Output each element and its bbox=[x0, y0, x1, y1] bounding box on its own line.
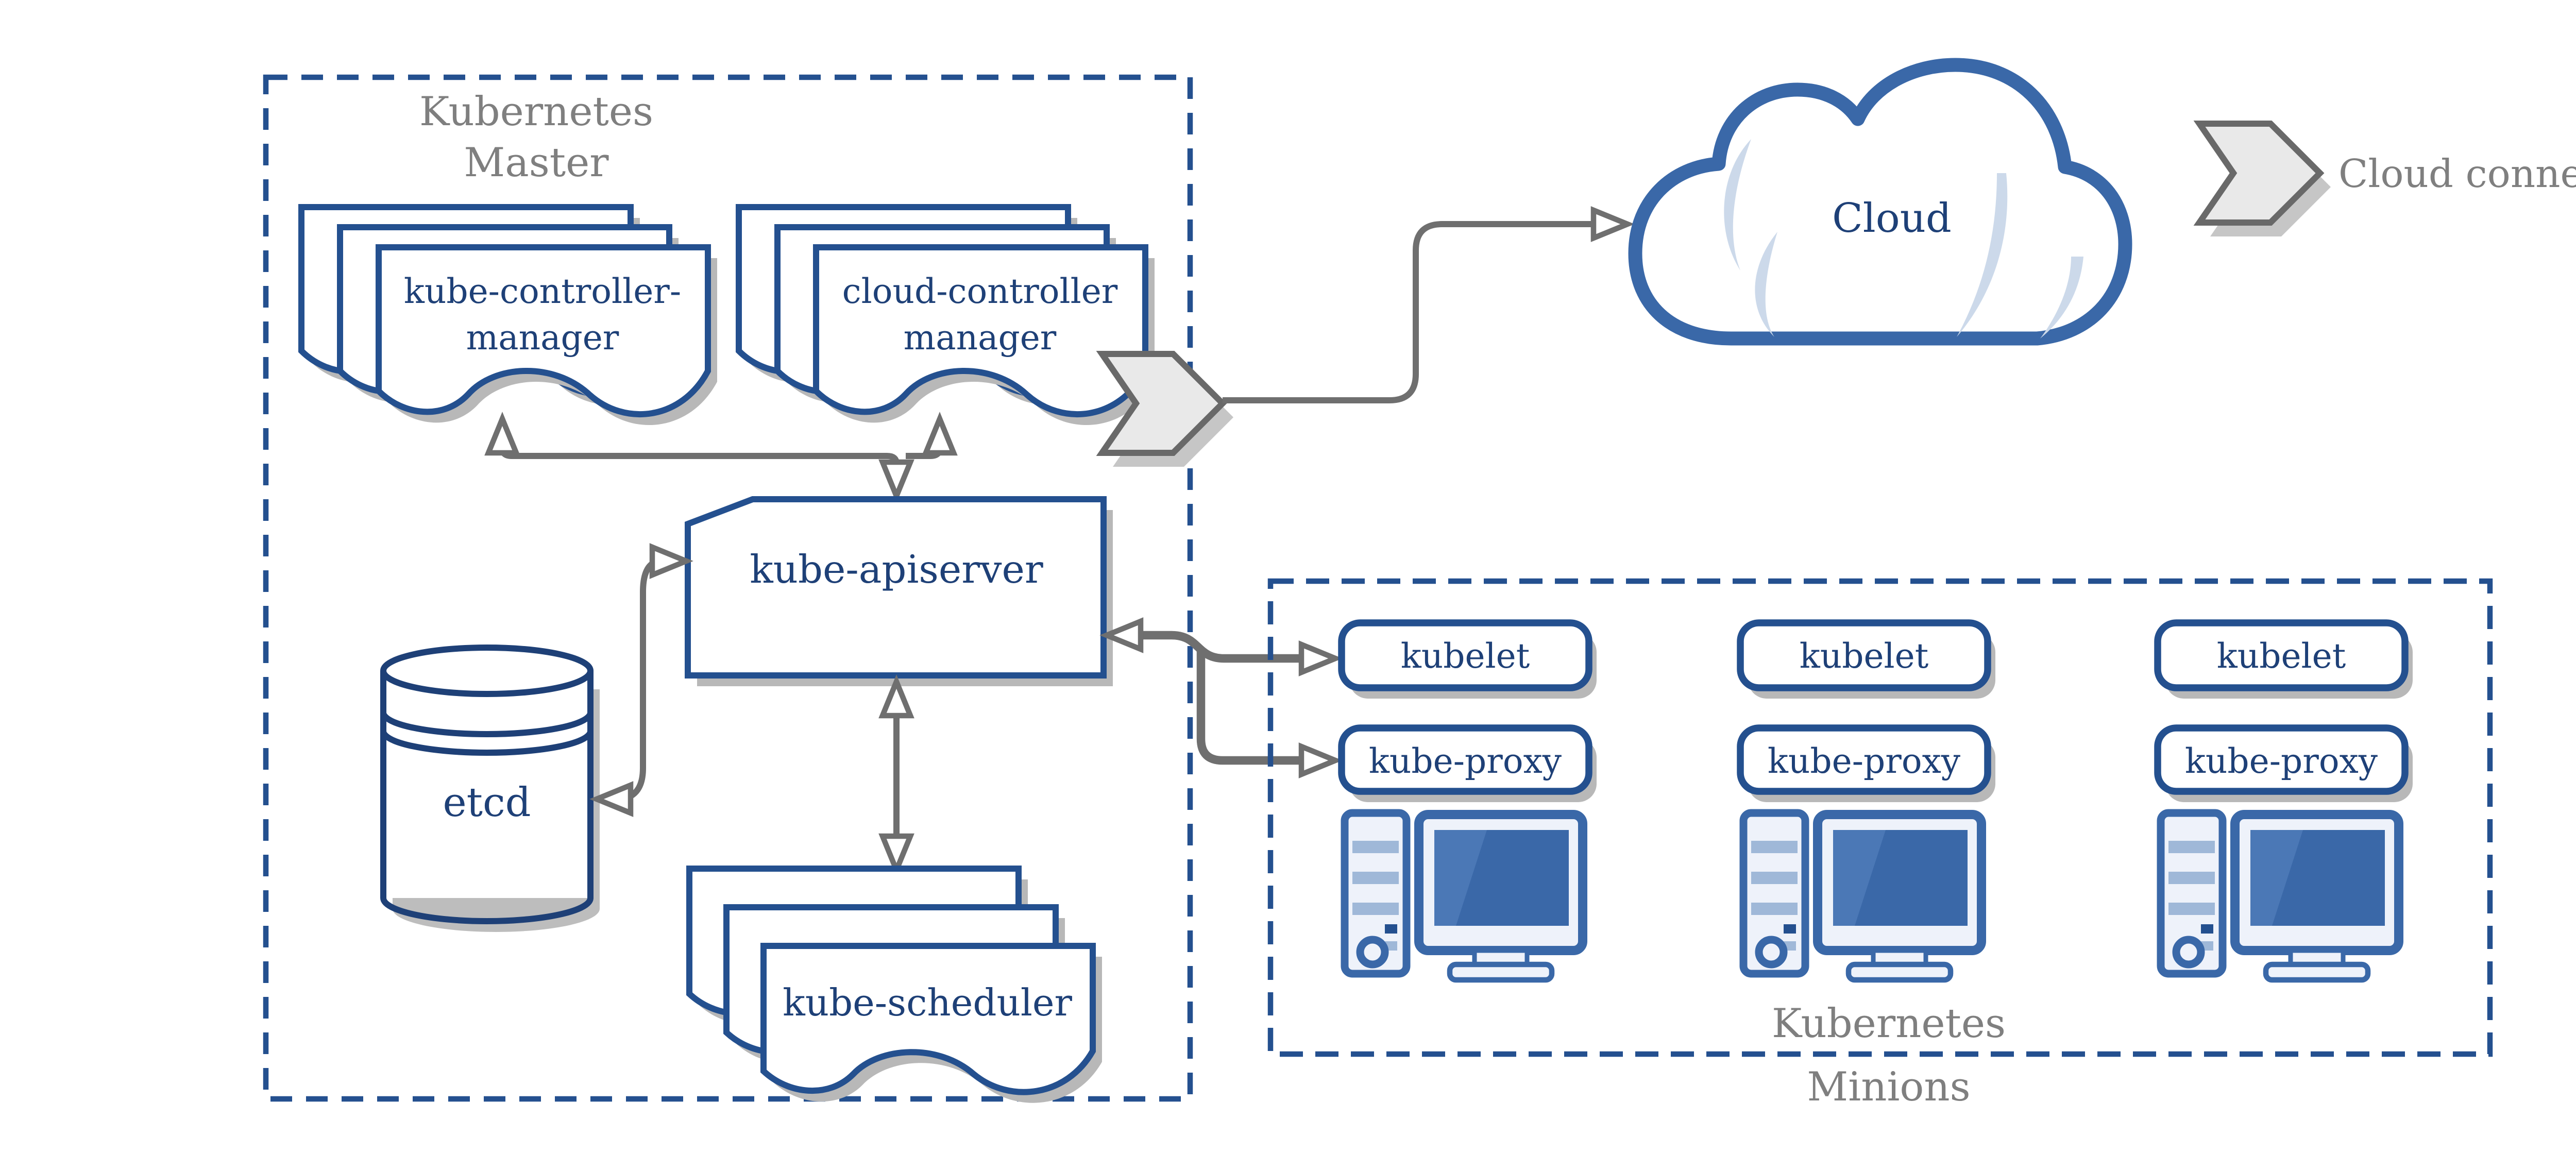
kubelet-label-1: kubelet bbox=[1401, 636, 1530, 676]
computer-icon-3 bbox=[2157, 809, 2403, 983]
cloud-crescent-2 bbox=[1755, 232, 1777, 337]
kubelet-box-3 bbox=[2154, 619, 2409, 691]
minion-node-1: kubelet kube-proxy bbox=[1338, 619, 1597, 983]
etcd-cylinder: etcd bbox=[380, 645, 600, 932]
minion-node-2: kubelet kube-proxy bbox=[1737, 619, 1995, 983]
cloud-controller-manager-label-line1: cloud-controller bbox=[842, 272, 1118, 311]
kube-controller-manager-stack: kube-controller- manager bbox=[301, 207, 717, 426]
kubelet-box-1 bbox=[1338, 619, 1592, 691]
connector-apiserver-nodes bbox=[1099, 617, 1343, 778]
kube-proxy-box-1 bbox=[1338, 724, 1592, 795]
cloud-crescent-3 bbox=[1957, 173, 2008, 337]
cloud-controller-manager-label-line2: manager bbox=[904, 318, 1057, 358]
legend-label: Cloud connector bbox=[2338, 151, 2576, 196]
master-label-line2: Master bbox=[464, 140, 609, 186]
kubernetes-minions-box bbox=[1267, 578, 2493, 1057]
connector-controllers-apiserver bbox=[484, 412, 958, 503]
cloud-crescent-1 bbox=[1724, 139, 1751, 270]
cloud-crescent-4 bbox=[2040, 257, 2083, 338]
computer-icon-2 bbox=[1739, 809, 1986, 983]
connector-chevron-cloud bbox=[1223, 206, 1635, 403]
kubernetes-master-box bbox=[263, 74, 1193, 1102]
kube-apiserver-box: kube-apiserver bbox=[685, 496, 1113, 686]
kube-proxy-label-3: kube-proxy bbox=[2185, 741, 2378, 781]
minion-node-3: kubelet kube-proxy bbox=[2154, 619, 2413, 983]
kube-scheduler-label: kube-scheduler bbox=[783, 981, 1072, 1024]
arrowhead-right-cloud bbox=[1590, 206, 1635, 242]
kubelet-label-2: kubelet bbox=[1800, 636, 1929, 676]
legend-cloud-connector: Cloud connector bbox=[2199, 124, 2576, 236]
master-label-line1: Kubernetes bbox=[419, 89, 653, 135]
cloud-controller-manager-stack: cloud-controller manager bbox=[739, 207, 1155, 426]
arrowhead-up-apiserver bbox=[878, 674, 914, 719]
kube-scheduler-stack: kube-scheduler bbox=[689, 869, 1102, 1103]
arrowhead-left-etcd bbox=[589, 781, 634, 817]
kube-proxy-box-3 bbox=[2154, 724, 2409, 795]
kube-proxy-box-2 bbox=[1737, 724, 1991, 795]
kube-apiserver-label: kube-apiserver bbox=[750, 547, 1043, 592]
arrowhead-up-kube-controller bbox=[484, 412, 520, 456]
etcd-label: etcd bbox=[443, 779, 531, 826]
kube-controller-manager-label-line1: kube-controller- bbox=[404, 272, 681, 311]
cloud-label: Cloud bbox=[1832, 195, 1952, 242]
connector-apiserver-etcd bbox=[589, 543, 693, 817]
kube-proxy-label-1: kube-proxy bbox=[1369, 741, 1562, 781]
kubelet-label-3: kubelet bbox=[2217, 636, 2346, 676]
arrowhead-right-apiserver bbox=[649, 543, 693, 579]
arrowhead-down-apiserver bbox=[878, 459, 914, 503]
minions-label-line2: Minions bbox=[1807, 1064, 1970, 1110]
arrowhead-left-apiserver-right bbox=[1099, 617, 1144, 653]
kube-proxy-label-2: kube-proxy bbox=[1768, 741, 1961, 781]
arrowhead-right-kube-proxy bbox=[1298, 742, 1343, 778]
arrowhead-right-kubelet bbox=[1298, 640, 1343, 676]
computer-icon-1 bbox=[1341, 809, 1587, 983]
arrowhead-down-scheduler bbox=[878, 833, 914, 877]
connector-apiserver-scheduler bbox=[878, 674, 914, 877]
minions-label-line1: Kubernetes bbox=[1772, 1001, 2006, 1047]
kubelet-box-2 bbox=[1737, 619, 1991, 691]
cloud-shape: Cloud bbox=[1628, 58, 2132, 346]
kube-controller-manager-label-line2: manager bbox=[466, 318, 619, 358]
arrowhead-up-cloud-controller bbox=[922, 412, 958, 456]
